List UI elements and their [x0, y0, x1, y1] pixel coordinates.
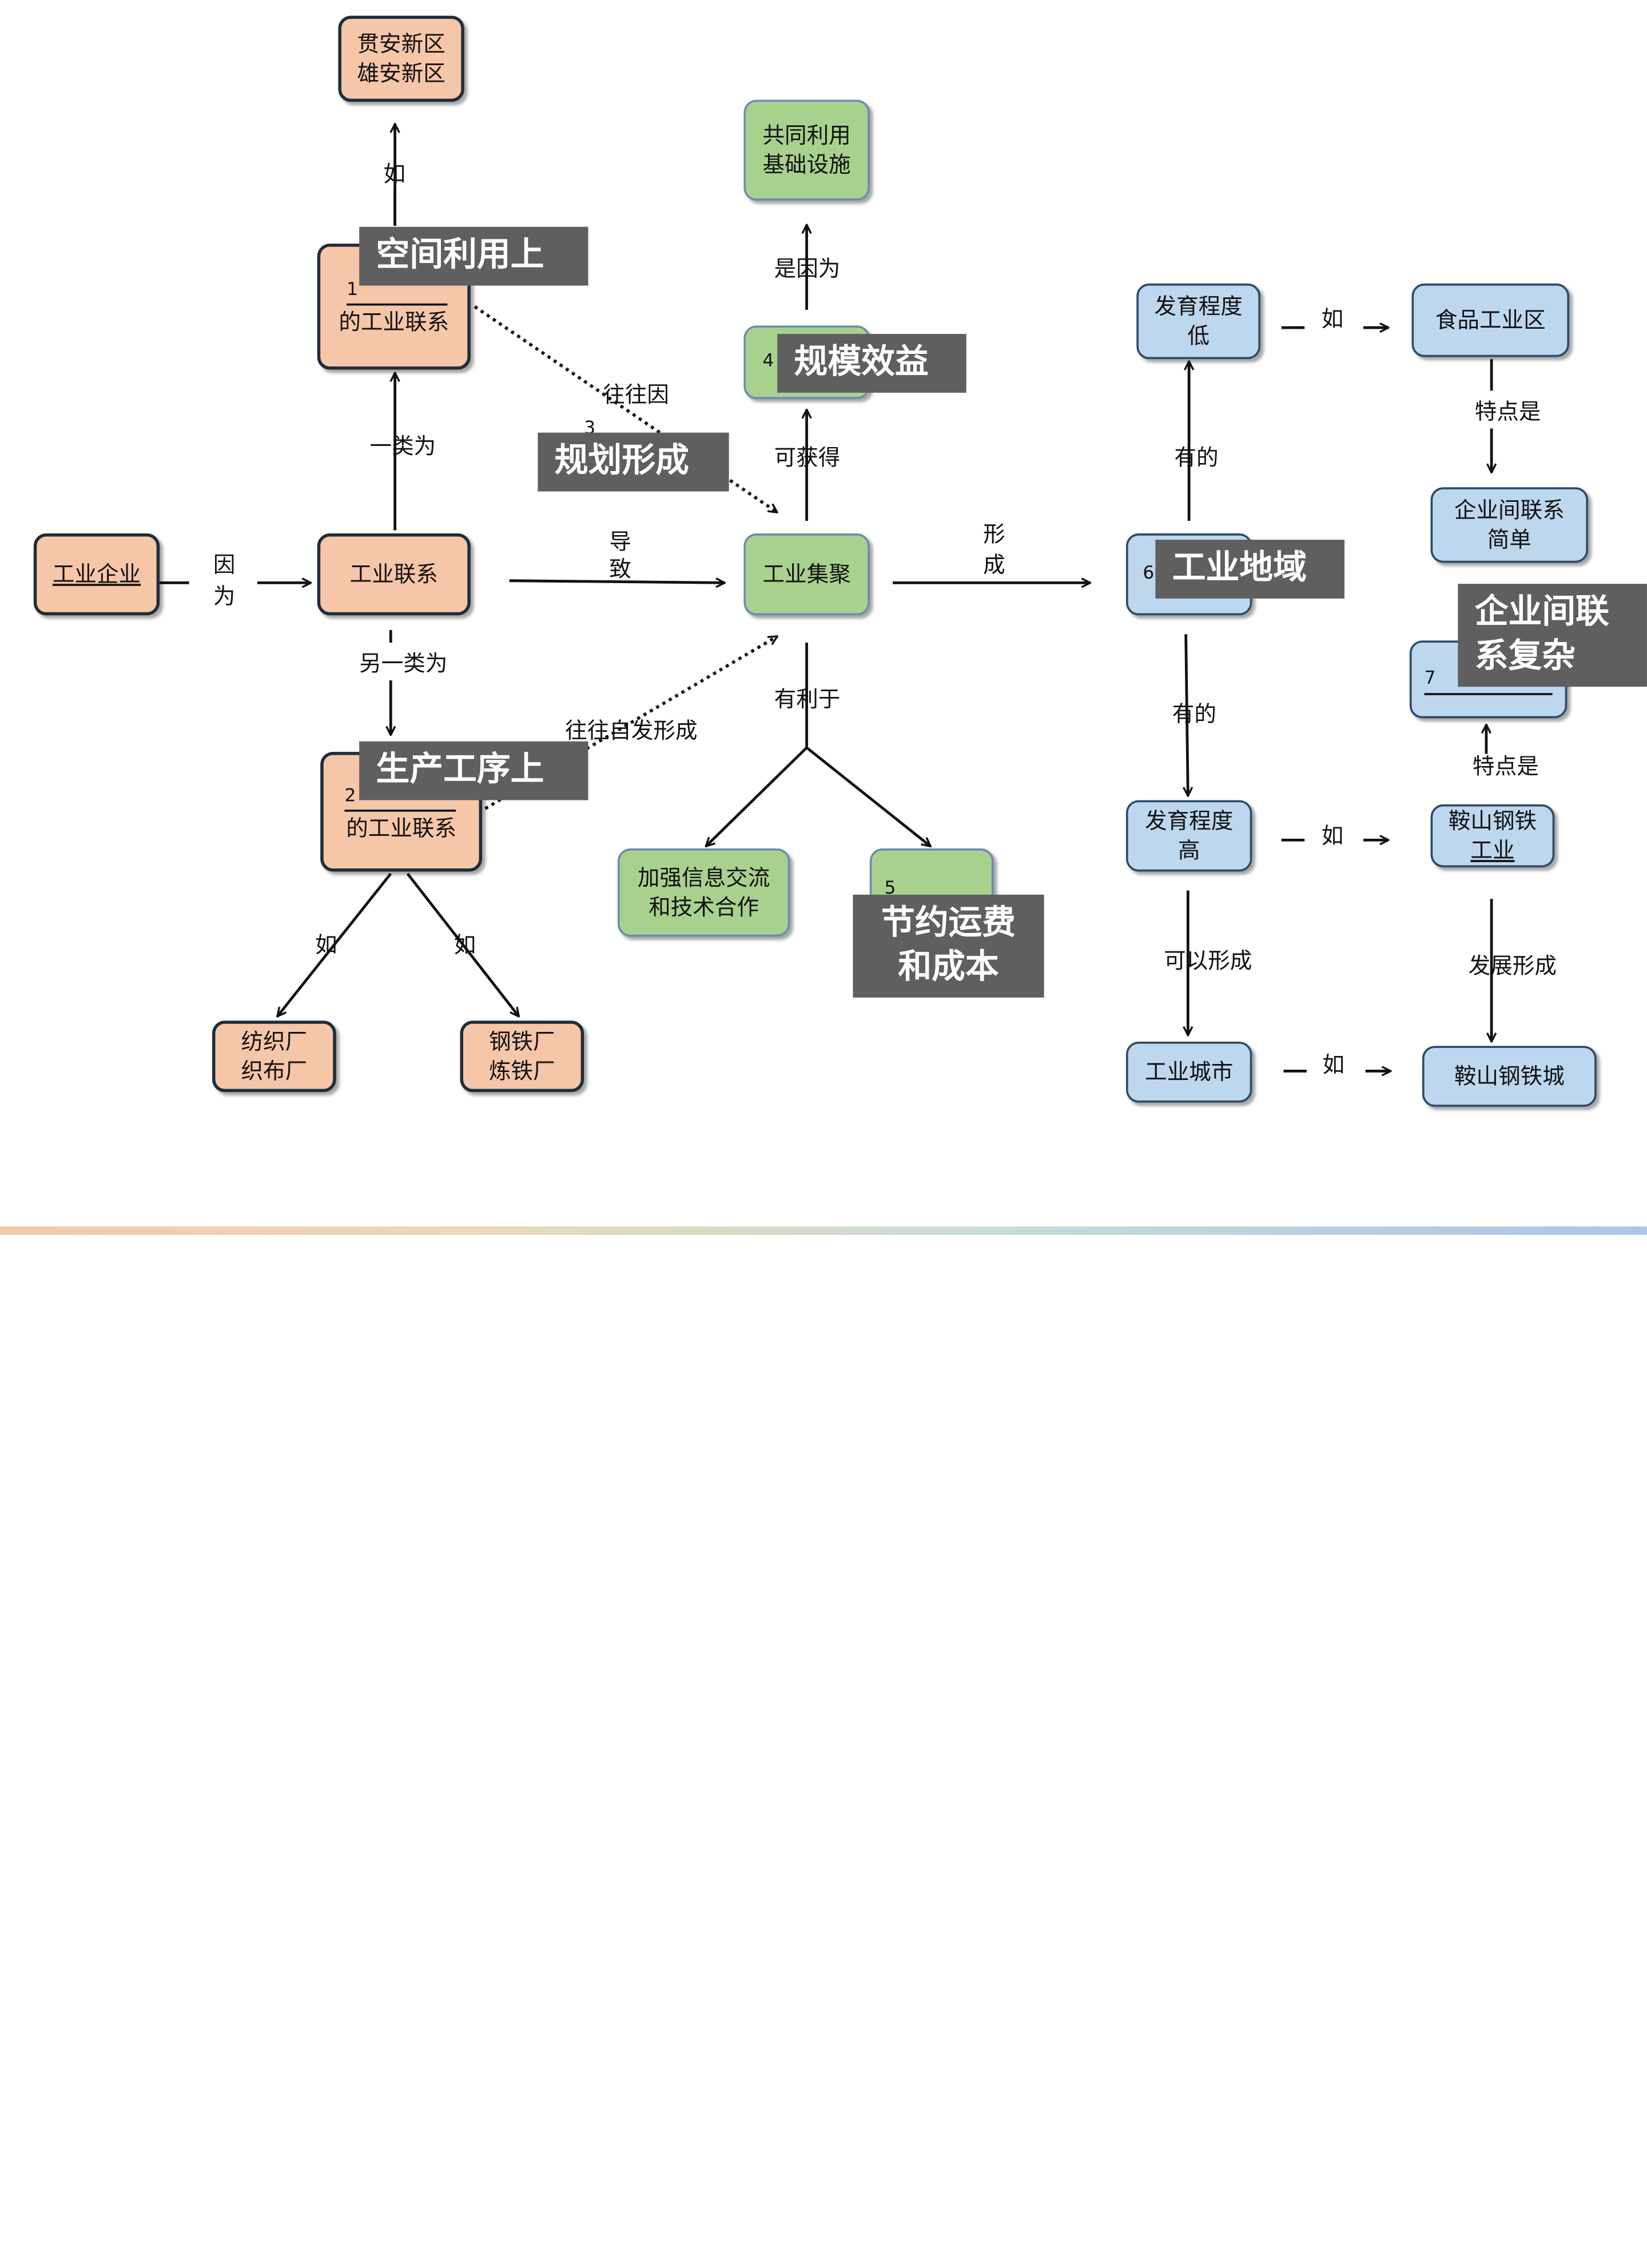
- edge-label-tedian-top: 特点是: [1474, 398, 1541, 425]
- blank-number-4: 4: [762, 350, 774, 372]
- industrial-link-node: 工业联系: [317, 533, 471, 616]
- shared-infra-node: 共同利用 基础设施: [743, 99, 870, 201]
- edge-label-dao: 导: [609, 529, 631, 555]
- high-development-node: 发育程度 高: [1125, 800, 1252, 872]
- answer-production: 生产工序上: [359, 741, 588, 800]
- edge-label-shi-yinwei: 是因为: [774, 256, 841, 282]
- blank-number-7: 7: [1424, 668, 1436, 689]
- anshan-industry-node: 鞍山钢铁 工业: [1430, 804, 1555, 868]
- blank-number-6: 6: [1143, 563, 1155, 584]
- industrial-cluster-node: 工业集聚: [743, 533, 870, 616]
- answer-complex-link: 企业间联 系复杂: [1458, 584, 1647, 687]
- edge-label-youde-top: 有的: [1174, 445, 1219, 471]
- edge-label-wangwang-zifa: 往往自发形成: [565, 718, 698, 744]
- answer-scale-benefit: 规模效益: [777, 334, 966, 393]
- answer-save-cost: 节约运费 和成本: [853, 894, 1044, 998]
- edge-label-keyi-xingcheng: 可以形成: [1164, 948, 1252, 974]
- blank-line-1: [347, 303, 448, 306]
- edge-label-cheng: 成: [983, 552, 1005, 578]
- edge-label-linglei: 另一类为: [359, 651, 448, 676]
- edge-label-ke-huode: 可获得: [774, 445, 841, 471]
- edge-label-wei: 为: [213, 584, 236, 609]
- edge-label-youde-bottom: 有的: [1172, 701, 1216, 727]
- edge-label-yin: 因: [213, 552, 236, 578]
- simple-link-node: 企业间联系 简单: [1430, 487, 1589, 563]
- edge-label-zhi: 致: [609, 556, 631, 582]
- blank-number-1: 1: [347, 279, 358, 301]
- blank-line-2: [344, 810, 456, 812]
- answer-planning: 规划形成: [538, 432, 729, 492]
- edge-label-ru-left: 如: [315, 932, 337, 958]
- connector-lines: [160, 0, 1647, 1235]
- answer-industrial-region: 工业地域: [1155, 540, 1344, 599]
- edge-label-ru-low: 如: [1321, 306, 1344, 332]
- edge-label-ru-right: 如: [453, 932, 476, 958]
- food-zone-node: 食品工业区: [1411, 283, 1570, 357]
- edge-label-fazhan-xingcheng: 发展形成: [1468, 953, 1557, 979]
- info-exchange-node: 加强信息交流 和技术合作: [617, 848, 790, 937]
- blank-line-7: [1424, 693, 1553, 695]
- edge-label-tedian-bottom: 特点是: [1473, 754, 1539, 779]
- blank-number-5: 5: [884, 878, 896, 899]
- edge-label-yilei: 一类为: [369, 433, 436, 459]
- footer-gradient-bar: [0, 1226, 1647, 1235]
- answer-space-use: 空间利用上: [359, 226, 588, 286]
- industrial-city-node: 工业城市: [1125, 1042, 1252, 1103]
- edge-label-ru-city: 如: [1322, 1052, 1344, 1078]
- low-development-node: 发育程度 低: [1136, 283, 1261, 360]
- xiongan-node: 贯安新区 雄安新区: [338, 15, 464, 102]
- blank-number-2: 2: [344, 785, 356, 807]
- textile-node: 纺织厂 织布厂: [212, 1021, 336, 1093]
- edge-label-you-liyu: 有利于: [774, 687, 841, 712]
- edge-label-ru-top: 如: [383, 161, 405, 187]
- edge-label-wangwang-yin: 往往因: [603, 382, 669, 408]
- anshan-city-node: 鞍山钢铁城: [1422, 1046, 1597, 1107]
- industrial-enterprise-node: 工业企业: [33, 533, 160, 616]
- edge-label-ru-high: 如: [1321, 823, 1344, 849]
- steel-plant-node: 钢铁厂 炼铁厂: [460, 1021, 584, 1093]
- edge-label-xing: 形: [983, 521, 1005, 547]
